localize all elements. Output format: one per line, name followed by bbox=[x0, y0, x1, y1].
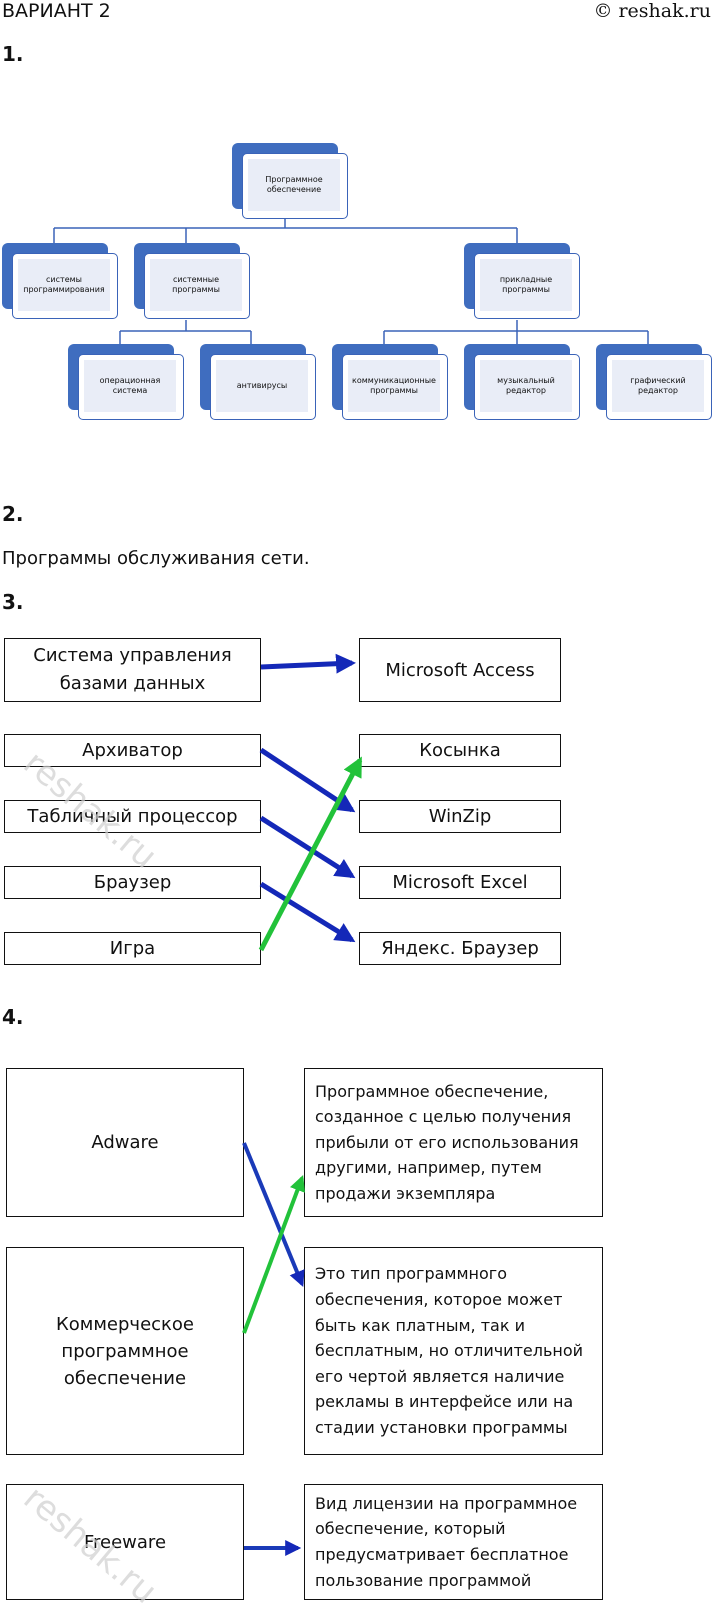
task4-number: 4. bbox=[2, 1005, 24, 1029]
t3-right-winzip: WinZip bbox=[359, 800, 561, 833]
org-node-label: музыкальный редактор bbox=[480, 360, 572, 412]
t4-right-adware-def: Это тип программного обеспечения, которо… bbox=[304, 1247, 603, 1455]
task2-answer: Программы обслуживания сети. bbox=[2, 548, 310, 569]
t4-left-freeware: Freeware bbox=[6, 1484, 244, 1600]
t4-left-commercial: Коммерческое программное обеспечение bbox=[6, 1247, 244, 1455]
org-node-programming-systems: системы программирования bbox=[2, 243, 118, 319]
arrow-game-kosynka bbox=[258, 756, 363, 952]
org-node-music-editor: музыкальный редактор bbox=[464, 344, 580, 420]
arrow-adware-def bbox=[242, 1142, 305, 1287]
arrow-browser-yandex bbox=[259, 881, 356, 943]
org-node-label: операционная система bbox=[84, 360, 176, 412]
org-node-os: операционная система bbox=[68, 344, 184, 420]
org-node-label: графический редактор bbox=[612, 360, 704, 412]
t4-left-adware: Adware bbox=[6, 1068, 244, 1217]
org-node-label: системы программирования bbox=[18, 259, 110, 311]
task2-number: 2. bbox=[2, 502, 24, 526]
t4-right-freeware-def: Вид лицензии на программное обеспечение,… bbox=[304, 1484, 603, 1600]
t3-right-yandex: Яндекс. Браузер bbox=[359, 932, 561, 965]
t3-right-access: Microsoft Access bbox=[359, 638, 561, 702]
org-node-system-programs: системные программы bbox=[134, 243, 250, 319]
arrow-spreadsheet-excel bbox=[259, 815, 356, 879]
org-node-root: Программное обеспечение bbox=[232, 143, 348, 219]
org-node-label: системные программы bbox=[150, 259, 242, 311]
task1-number: 1. bbox=[2, 42, 24, 66]
t3-left-dbms: Система управления базами данных bbox=[4, 638, 261, 702]
t3-right-excel: Microsoft Excel bbox=[359, 866, 561, 899]
arrow-commercial-def bbox=[242, 1175, 306, 1334]
org-node-graphics-editor: графический редактор bbox=[596, 344, 712, 420]
t3-left-archiver: Архиватор bbox=[4, 734, 261, 767]
org-node-label: антивирусы bbox=[216, 360, 308, 412]
copyright-text: © reshak.ru bbox=[593, 0, 711, 22]
arrow-dbms-access bbox=[260, 653, 356, 674]
variant-title: ВАРИАНТ 2 bbox=[2, 0, 111, 22]
org-node-label: прикладные программы bbox=[480, 259, 572, 311]
org-node-application-programs: прикладные программы bbox=[464, 243, 580, 319]
t4-right-commercial-def: Программное обеспечение, созданное с цел… bbox=[304, 1068, 603, 1217]
org-node-antivirus: антивирусы bbox=[200, 344, 316, 420]
t3-left-spreadsheet: Табличный процессор bbox=[4, 800, 261, 833]
org-node-communication: коммуникационные программы bbox=[332, 344, 448, 420]
org-node-label: коммуникационные программы bbox=[348, 360, 440, 412]
task3-number: 3. bbox=[2, 590, 24, 614]
org-node-root-label: Программное обеспечение bbox=[248, 159, 340, 211]
t3-left-browser: Браузер bbox=[4, 866, 261, 899]
t3-right-kosynka: Косынка bbox=[359, 734, 561, 767]
